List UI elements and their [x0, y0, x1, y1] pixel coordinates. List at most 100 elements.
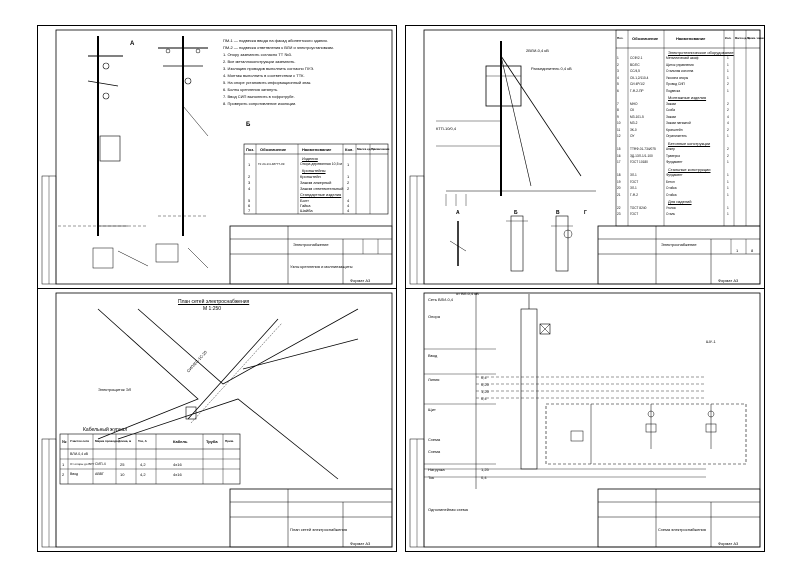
journal-row: 2	[62, 472, 65, 477]
sheet-1-title-doc: Узлы крепления и молниезащиты	[290, 264, 353, 269]
scheme-left-label: Схема	[428, 449, 441, 454]
spec-row-cell: ЗЛ-1	[630, 173, 637, 177]
spec-row-cell: ГОСТ	[630, 212, 639, 216]
spec-row-cell: 1	[727, 186, 729, 190]
spec-section: Электротехническое оборудование	[668, 50, 734, 55]
table-row: Шайба	[300, 208, 313, 213]
spec-row-cell: Щиток управления	[666, 62, 694, 67]
journal-row: 1	[62, 462, 65, 467]
spec-row-cell: 5	[617, 82, 619, 86]
sheet-1-drawing	[41, 29, 393, 285]
table-row: Кронштейны	[302, 168, 326, 173]
table-row: 7	[248, 208, 251, 213]
sheet-2-format: Формат А3	[718, 278, 739, 283]
spec-row-cell: 2	[727, 147, 729, 151]
journal-row: СИП-4	[95, 462, 106, 466]
sheet-2-sheet-no: 1	[736, 248, 739, 253]
scheme-value: 0,25	[481, 382, 489, 387]
spec-header-cell: Кол.	[725, 36, 732, 40]
table-row: Изделия	[302, 156, 318, 161]
spec-row-cell: 1	[617, 56, 619, 60]
journal-row: 4,2	[140, 462, 146, 467]
spec-row-cell: 1	[727, 62, 729, 67]
table-row: Кронштейн	[300, 174, 321, 179]
spec-row-cell: 4	[617, 75, 619, 80]
journal-title: Кабельный журнал	[83, 427, 128, 433]
spec-row-cell: 3	[617, 69, 619, 73]
drawing-sheet-3: План сетей электроснабжения М 1:250 СИП/…	[37, 288, 397, 552]
spec-row-cell: ЗД-1ЗЛ-1/1-100	[630, 153, 653, 158]
table-row: 1	[248, 162, 251, 167]
sheet-2-top-label: Разъединитель 0,4 кВ	[531, 66, 572, 71]
spec-header-cell: Наименование	[676, 36, 706, 41]
spec-row-cell: 1	[727, 192, 729, 197]
spec-row-cell: 22	[617, 205, 621, 210]
spec-row-cell: Укосина опоры	[666, 75, 689, 80]
spec-row-cell: СС/4,5	[630, 69, 640, 73]
scheme-left-label: Сеть ВЛИ-0,4	[428, 297, 454, 302]
journal-header-cell: Кабель	[173, 439, 188, 444]
table-row: 4	[347, 198, 350, 203]
table-row: Стандартные изделия	[300, 192, 342, 197]
sheet-1-format: Формат А3	[350, 278, 371, 283]
spec-row-cell: 2	[727, 153, 729, 158]
journal-header-cell: Прим.	[225, 439, 234, 443]
spec-row-cell: 18	[617, 173, 621, 177]
spec-row-cell: 1	[727, 134, 729, 138]
spec-row-cell: Металлический шкаф	[666, 56, 699, 60]
spec-row-cell: Скоба	[666, 108, 676, 112]
table-row: 4	[347, 203, 350, 208]
journal-header-cell: №	[62, 439, 67, 444]
sheet-1-note: ПМ-2 — подвеска ответвления к ВЛИ и элек…	[223, 45, 334, 50]
spec-row-cell: МЗ-101-5	[630, 114, 644, 119]
spec-header-cell: Приме- чание	[747, 37, 764, 40]
table-row: ГК 24-1/4-48777-09	[258, 162, 285, 166]
scheme-bottom-note: Однолинейная схема	[428, 507, 468, 512]
spec-row-cell: 2	[617, 62, 619, 67]
scheme-left-label: Ток	[428, 475, 435, 480]
sheet-1-title-company: Электроснабжение	[293, 242, 329, 247]
spec-row-cell: 8	[617, 108, 619, 112]
journal-header-cell: Участок сети	[70, 439, 90, 443]
spec-row-cell: Сталь	[666, 212, 676, 216]
spec-row-cell: 21	[617, 192, 621, 197]
spec-row-cell: ВС/ЕС	[630, 62, 640, 67]
table-row: 1	[347, 162, 350, 167]
scheme-value: 1,25	[481, 467, 489, 472]
sheet-2-title-doc: Электроснабжение	[661, 242, 697, 247]
spec-row-cell: 1	[727, 88, 729, 93]
spec-row-cell: 11	[617, 127, 621, 132]
journal-row: От опоры до ВРУ	[70, 462, 95, 466]
journal-row: АВВГ	[95, 472, 104, 476]
scheme-header-label: ШУ-1	[706, 339, 716, 344]
plan-scale: М 1:250	[203, 306, 222, 312]
spec-row-cell: 23	[617, 212, 621, 216]
spec-row-cell: 1	[727, 205, 729, 210]
sheet-1-note: ПМ-1 — подвеска ввода на фасад абонентск…	[223, 38, 328, 43]
spec-row-cell: МЗ-2	[630, 121, 638, 125]
spec-row-cell: 7	[617, 101, 619, 106]
scheme-left-label: Опора	[428, 314, 440, 319]
journal-row: 10	[120, 472, 125, 477]
spec-row-cell: ГОСТ	[630, 179, 639, 184]
drawing-sheet-4: от ВЛ-0,4 кВ ШУ-1 Схема Сеть ВЛИ-0,4 Опо…	[405, 288, 765, 552]
spec-row-cell: Фундамент	[666, 160, 683, 164]
drawing-sheet-1: А Б ПМ-1 — подвеска ввода на фасад абоне…	[37, 25, 397, 289]
sheet-3-title-doc: План сетей электроснабжения	[290, 527, 347, 532]
spec-row-cell: 1	[727, 56, 729, 60]
journal-row: Ввод	[70, 472, 79, 476]
scheme-value: 0,4	[481, 375, 487, 380]
sheet-1-label-a: А	[130, 41, 135, 47]
spec-section: Для изделий	[668, 199, 692, 204]
sheet-2-view-label: А	[456, 210, 460, 216]
sheet-1-note: 7. Ввод СИП выполнить в гофротрубе.	[223, 94, 295, 99]
journal-row: 4х16	[173, 462, 182, 467]
spec-section: Стальные конструкции	[668, 166, 711, 172]
scheme-left-label: Щит	[428, 407, 436, 412]
scheme-label: Схема	[428, 437, 441, 442]
spec-row-cell: Бетон	[666, 179, 675, 184]
scheme-value: 0,4	[481, 396, 487, 401]
spec-row-cell: Кронштейн	[666, 127, 683, 132]
spec-row-cell: 4	[727, 114, 729, 119]
sheet-1-note: 2. Все металлоконструкции заземлить.	[223, 59, 296, 64]
